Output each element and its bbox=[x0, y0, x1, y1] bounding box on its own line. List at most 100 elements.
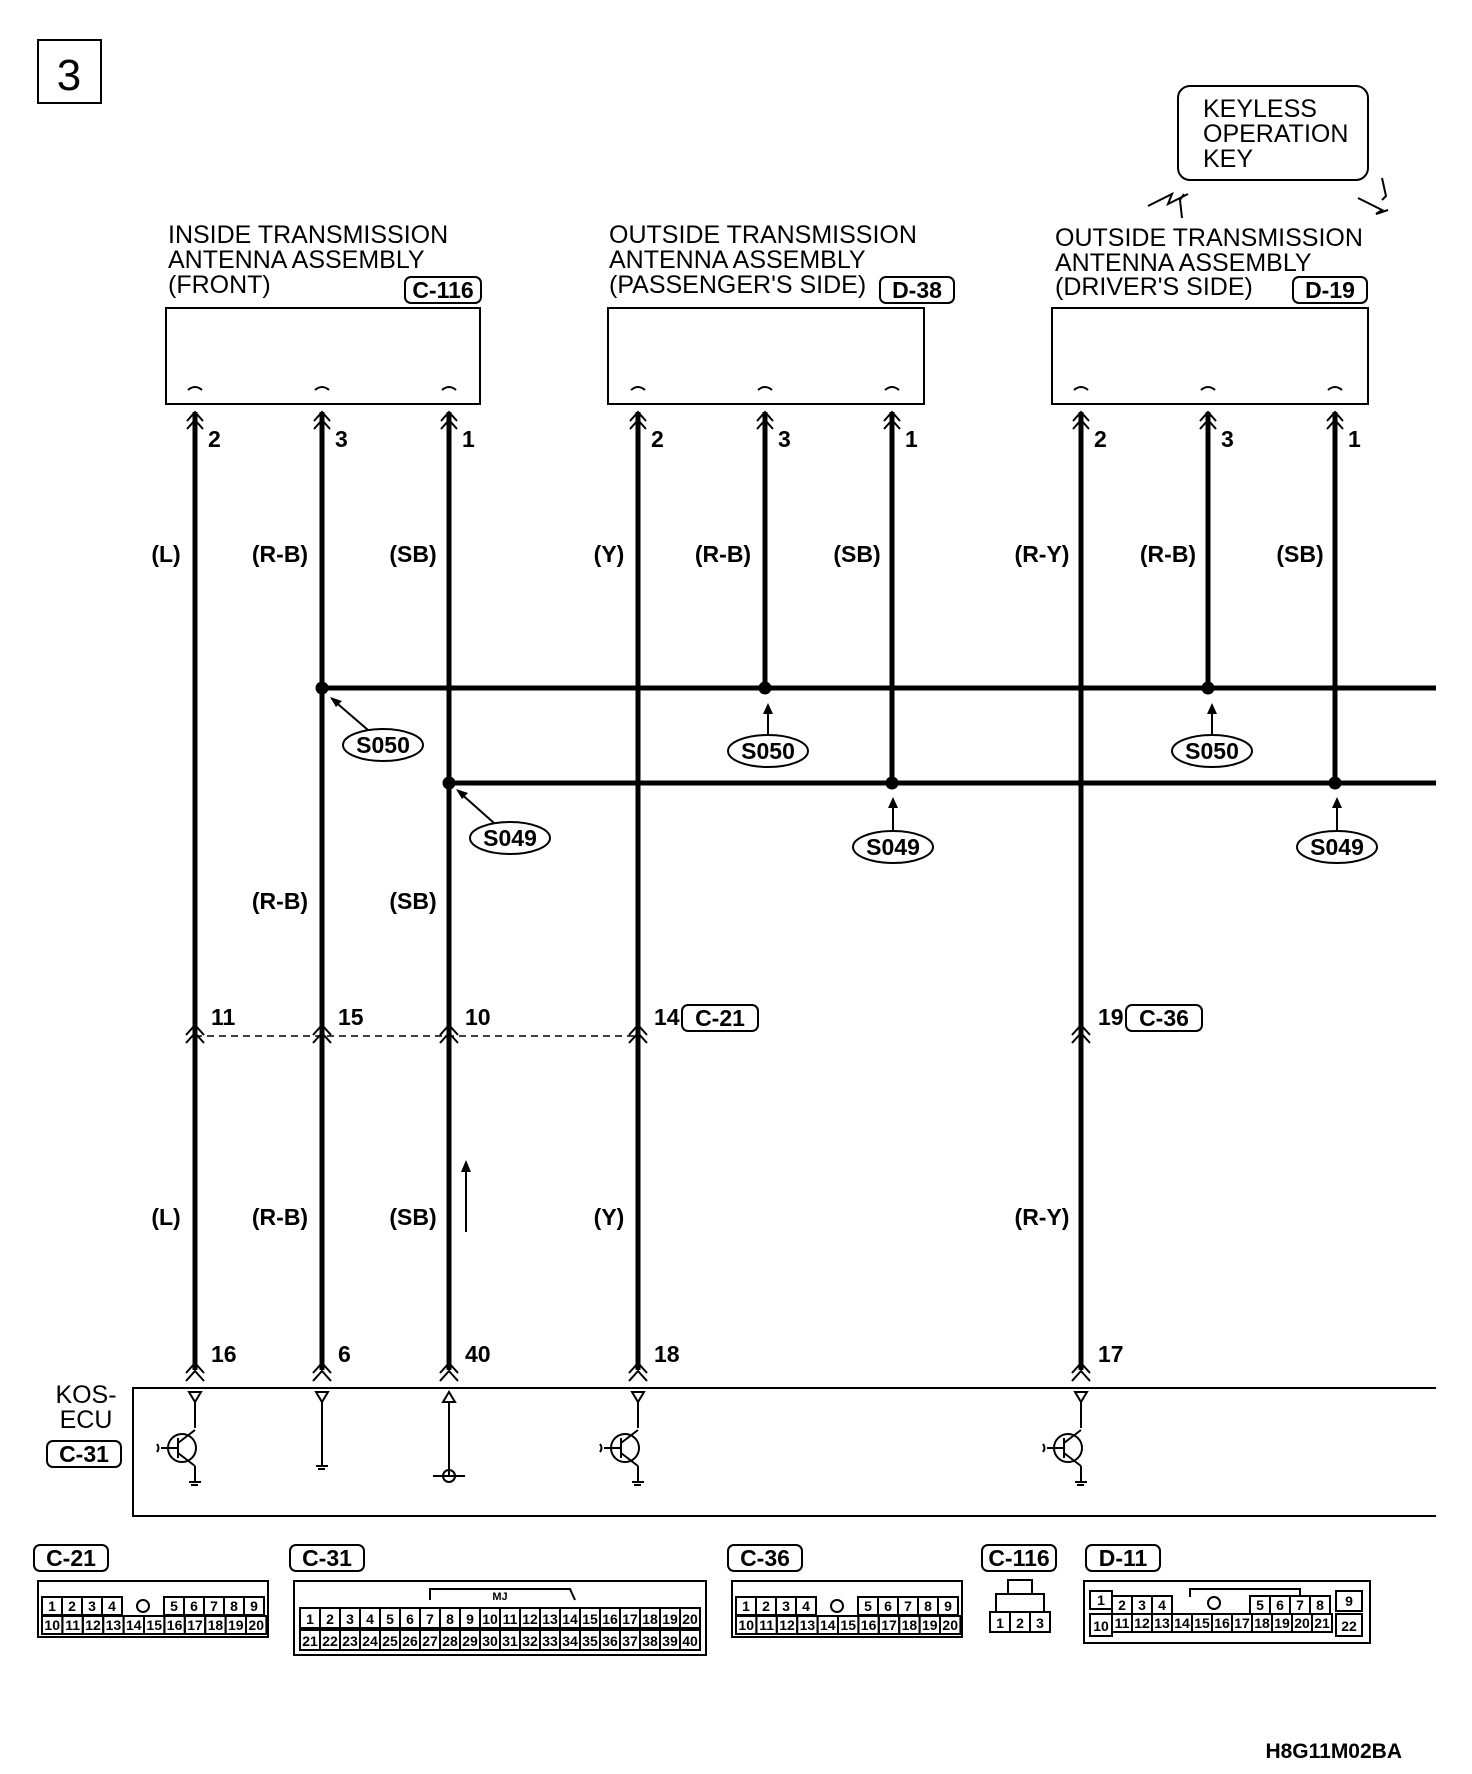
pin-number: 1 bbox=[462, 426, 475, 452]
page-number: 3 bbox=[57, 51, 81, 100]
wireless-signal-icon bbox=[1178, 193, 1185, 219]
connector-mark: MJ bbox=[492, 1591, 507, 1603]
pin-cell-label: 38 bbox=[642, 1633, 658, 1649]
splice-label: S050 bbox=[741, 738, 795, 764]
splice-dot bbox=[1201, 681, 1215, 695]
pin-cell-label: 11 bbox=[65, 1617, 80, 1633]
pin-number: 2 bbox=[1094, 426, 1107, 452]
pin-cell-label: 37 bbox=[622, 1633, 638, 1649]
connector-view-label-box bbox=[33, 1544, 109, 1572]
connector-view-d11 bbox=[1083, 1580, 1371, 1644]
pin-number: 3 bbox=[778, 426, 791, 452]
component-title: INSIDE TRANSMISSION bbox=[168, 221, 448, 249]
pin-cell-label: 6 bbox=[1276, 1597, 1284, 1613]
output-triangle-icon bbox=[187, 1391, 203, 1404]
pin-cell-label: 16 bbox=[167, 1617, 183, 1633]
wire-color-label: (SB) bbox=[1276, 541, 1323, 567]
pin-cell bbox=[1311, 1613, 1333, 1633]
transistor-input bbox=[156, 1443, 178, 1453]
splice-label: S050 bbox=[1185, 738, 1239, 764]
pin-cell-label: 10 bbox=[482, 1611, 498, 1627]
keyless-operation-key: KEYLESS OPERATION KEY bbox=[1147, 85, 1389, 219]
pin-cell-label: 18 bbox=[1254, 1615, 1270, 1631]
pin-number: 3 bbox=[335, 426, 348, 452]
pin-cell-label: 19 bbox=[228, 1617, 244, 1633]
pin-cell-label: 15 bbox=[840, 1617, 856, 1633]
ground-icon bbox=[189, 1481, 201, 1486]
pin-cell-label: 22 bbox=[1341, 1618, 1357, 1634]
pin-cell-label: 3 bbox=[782, 1598, 790, 1614]
pin-cell-label: 13 bbox=[1154, 1615, 1170, 1631]
pin-cell-label: 8 bbox=[924, 1598, 932, 1614]
pin-cell-label: 19 bbox=[922, 1617, 938, 1633]
junction-pin: 14 bbox=[654, 1004, 680, 1030]
pin-cell-label: 39 bbox=[662, 1633, 678, 1649]
splice-s049-1: S049 bbox=[456, 789, 551, 855]
pin-cell-label: 1 bbox=[742, 1598, 750, 1614]
kos-ecu: KOS- ECU C-31 bbox=[46, 1381, 1436, 1517]
wire-color-label: (R-B) bbox=[252, 1204, 308, 1230]
pin-cell-label: 7 bbox=[1296, 1597, 1304, 1613]
junction-pin: 11 bbox=[211, 1004, 236, 1030]
junction-pin: 19 bbox=[1098, 1004, 1124, 1030]
junction-labels: 11 15 10 14 C-21 19 C-36 bbox=[211, 1004, 1203, 1032]
key-slot-icon bbox=[830, 1599, 844, 1613]
pin-cell-label: 21 bbox=[302, 1633, 318, 1649]
pin-cell-label: 3 bbox=[88, 1598, 96, 1614]
connector-latch bbox=[1189, 1588, 1301, 1597]
splice-s050-3: S050 bbox=[1171, 703, 1253, 768]
splice-label: S049 bbox=[866, 834, 920, 860]
pin-cell-label: 22 bbox=[322, 1633, 338, 1649]
connector-label: C-116 bbox=[412, 277, 473, 303]
pin-cell bbox=[1335, 1613, 1363, 1637]
pin-cell-label: 17 bbox=[881, 1617, 897, 1633]
signal-direction-arrow bbox=[461, 1160, 471, 1232]
pin-cell-label: 16 bbox=[1214, 1615, 1230, 1631]
connector-chevron bbox=[628, 1023, 648, 1044]
pin-cell-label: 10 bbox=[1093, 1618, 1109, 1634]
pin-cell-label: 12 bbox=[1134, 1615, 1150, 1631]
pin-mark bbox=[314, 386, 330, 391]
key-label-1: KEYLESS bbox=[1203, 95, 1317, 123]
connector-label: C-21 bbox=[695, 1005, 745, 1031]
pin-cell-label: 20 bbox=[248, 1617, 264, 1633]
connector-view-c36 bbox=[731, 1580, 963, 1638]
pin-cell-label: 18 bbox=[642, 1611, 658, 1627]
pin-cell-label: 4 bbox=[366, 1611, 374, 1627]
connector-chevron bbox=[312, 1361, 332, 1382]
connector-view-label: C-31 bbox=[302, 1545, 352, 1571]
splice-label: S050 bbox=[356, 732, 410, 758]
transistor-input bbox=[1042, 1443, 1064, 1453]
key-label-3: KEY bbox=[1203, 145, 1253, 173]
pin-cell-label: 23 bbox=[342, 1633, 358, 1649]
connector-chevron bbox=[312, 1023, 332, 1044]
transistor-leads bbox=[1063, 1429, 1082, 1467]
pin-cell-label: 27 bbox=[422, 1633, 438, 1649]
pin-cell-label: 9 bbox=[466, 1611, 474, 1627]
pin-cell-label: 8 bbox=[1316, 1597, 1324, 1613]
pin-cell-label: 7 bbox=[426, 1611, 434, 1627]
pin-cell-label: 10 bbox=[738, 1617, 754, 1633]
wire-color-label: (R-B) bbox=[695, 541, 751, 567]
pin-cell-label: 15 bbox=[582, 1611, 598, 1627]
wire-color-label: (SB) bbox=[389, 1204, 436, 1230]
component-title: OUTSIDE TRANSMISSION bbox=[609, 221, 917, 249]
pin-cell-label: 4 bbox=[108, 1598, 116, 1614]
connector-label: C-31 bbox=[59, 1441, 109, 1467]
connector-chevron bbox=[185, 1361, 205, 1382]
pin-cell-label: 26 bbox=[402, 1633, 418, 1649]
pin-cell-label: 1 bbox=[996, 1615, 1004, 1631]
pin-cell-label: 12 bbox=[779, 1617, 795, 1633]
connector-label: C-36 bbox=[1139, 1005, 1189, 1031]
connector-chevron bbox=[1071, 1361, 1091, 1382]
ecu-pin: 40 bbox=[465, 1341, 491, 1367]
pin-cell-label: 8 bbox=[230, 1598, 238, 1614]
ecu-pin: 18 bbox=[654, 1341, 680, 1367]
connector-chevron bbox=[439, 1023, 459, 1044]
pin-cell-label: 13 bbox=[542, 1611, 558, 1627]
pin-mark bbox=[187, 386, 203, 391]
ecu-name: KOS- bbox=[55, 1381, 116, 1409]
transistor-leads bbox=[177, 1429, 196, 1467]
pin-cell bbox=[939, 1615, 962, 1635]
connector-view-label: C-36 bbox=[740, 1545, 790, 1571]
